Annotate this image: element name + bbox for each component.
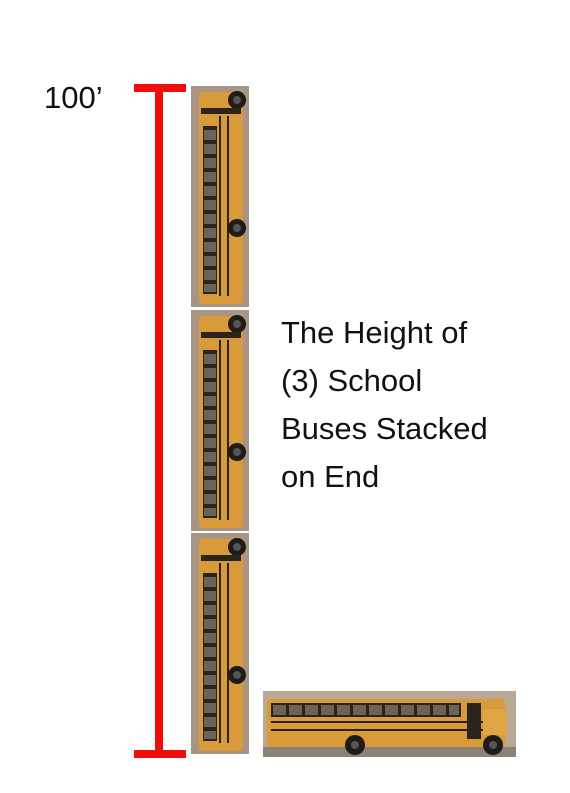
caption-line-2: (3) School xyxy=(281,363,423,398)
measure-bar xyxy=(155,86,163,754)
caption-line-3: Buses Stacked xyxy=(281,411,488,446)
measure-label: 100’ xyxy=(44,80,103,115)
horizontal-bus xyxy=(263,691,516,757)
stacked-bus-bottom xyxy=(191,533,249,754)
caption-line-4: on End xyxy=(281,459,380,494)
caption-line-1: The Height of xyxy=(281,315,468,350)
measure-bar-bottom-cap xyxy=(134,750,186,758)
stacked-bus-middle xyxy=(191,310,249,531)
stacked-bus-top xyxy=(191,86,249,307)
caption: The Height of (3) School Buses Stacked o… xyxy=(281,309,551,501)
